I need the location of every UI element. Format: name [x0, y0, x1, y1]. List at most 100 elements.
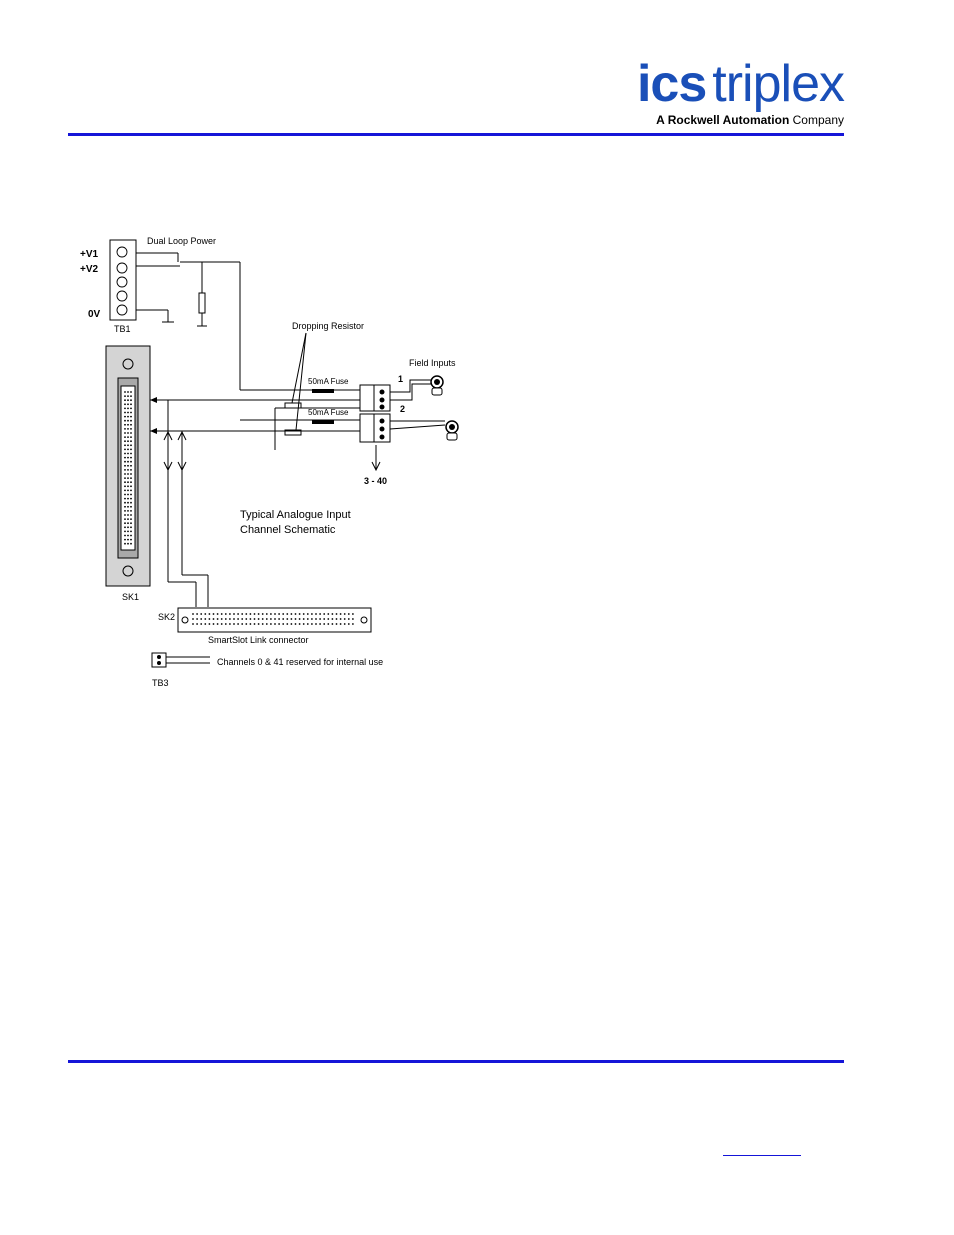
- sk1-pin: [127, 502, 129, 504]
- sk1-pin: [130, 477, 132, 479]
- sk1-pin: [124, 457, 126, 459]
- sk2-pin: [303, 618, 305, 620]
- sk1-pin: [124, 395, 126, 397]
- sk1-pin: [124, 535, 126, 537]
- sk2-pin: [299, 613, 301, 615]
- sk1-pin: [124, 432, 126, 434]
- sk2-pin: [278, 623, 280, 625]
- sk2-pin: [225, 623, 227, 625]
- sk2-pin: [262, 623, 264, 625]
- signal-lines: [150, 400, 360, 607]
- sk1-pin: [130, 436, 132, 438]
- sk2-pin: [245, 623, 247, 625]
- sk2-pin: [221, 618, 223, 620]
- sk1-pin: [127, 436, 129, 438]
- sk2-pin: [266, 623, 268, 625]
- sk1-pin: [127, 481, 129, 483]
- sk2-pin: [270, 613, 272, 615]
- sk2-pin: [315, 623, 317, 625]
- sk2-pin: [340, 613, 342, 615]
- sk2-pin: [311, 613, 313, 615]
- sk2-pin: [291, 623, 293, 625]
- sk1-pin: [127, 477, 129, 479]
- tb1-label: TB1: [114, 324, 131, 334]
- sk1-pin: [130, 449, 132, 451]
- sk2-pin: [229, 618, 231, 620]
- sk1-connector: [106, 346, 150, 586]
- sk1-pin: [127, 469, 129, 471]
- sk2-pin: [245, 613, 247, 615]
- sk2-pin: [352, 623, 354, 625]
- sk1-pin: [127, 526, 129, 528]
- sk2-pin: [282, 613, 284, 615]
- sk1-pin: [130, 514, 132, 516]
- channel-2-label: 2: [400, 404, 405, 414]
- sk2-pin: [344, 623, 346, 625]
- sk1-pin: [127, 490, 129, 492]
- sk2-pin: [233, 623, 235, 625]
- sk2-pin: [196, 623, 198, 625]
- sk2-pin: [323, 618, 325, 620]
- sk2-pin: [270, 618, 272, 620]
- sk1-pin: [127, 506, 129, 508]
- sk1-pin: [124, 449, 126, 451]
- sk1-pin: [124, 424, 126, 426]
- sk1-pin: [130, 412, 132, 414]
- sk1-pin: [127, 461, 129, 463]
- sk1-pin: [130, 408, 132, 410]
- sk1-pin: [127, 449, 129, 451]
- dropping-resistor-label: Dropping Resistor: [292, 321, 364, 331]
- sk2-pin: [336, 618, 338, 620]
- sk1-pin: [124, 412, 126, 414]
- sk2-pin: [319, 618, 321, 620]
- sk1-pin: [127, 535, 129, 537]
- sk1-pin: [124, 526, 126, 528]
- sk1-pin: [127, 391, 129, 393]
- dual-loop-power-label: Dual Loop Power: [147, 236, 216, 246]
- sk1-pin: [124, 490, 126, 492]
- sk1-pin: [124, 444, 126, 446]
- sk2-pin: [229, 623, 231, 625]
- sk1-pin: [130, 498, 132, 500]
- sk1-pin: [124, 453, 126, 455]
- sk1-pin: [127, 440, 129, 442]
- sk1-pin: [127, 522, 129, 524]
- fuse-2: [312, 420, 334, 424]
- sk2-pin: [237, 613, 239, 615]
- sk1-pin: [130, 403, 132, 405]
- sk2-pin: [258, 613, 260, 615]
- sk2-pin: [217, 623, 219, 625]
- sk2-pin: [200, 618, 202, 620]
- sk1-pin: [127, 531, 129, 533]
- sk2-pin: [254, 613, 256, 615]
- sk1-pin: [124, 514, 126, 516]
- sk2-pin: [209, 623, 211, 625]
- sk2-pin: [323, 613, 325, 615]
- sk2-pin: [266, 618, 268, 620]
- sk2-pin: [196, 618, 198, 620]
- sk1-pin: [124, 522, 126, 524]
- sk2-pin: [254, 623, 256, 625]
- sk1-pin: [130, 457, 132, 459]
- sk2-pin: [336, 613, 338, 615]
- sk1-pin: [130, 453, 132, 455]
- sk2-pin: [291, 618, 293, 620]
- zero-v-label: 0V: [88, 309, 101, 320]
- field-inputs-label: Field Inputs: [409, 358, 456, 368]
- sk1-pin: [124, 436, 126, 438]
- field-transmitter-1: [431, 376, 443, 395]
- fuse-1: [312, 389, 334, 393]
- sk2-pin: [270, 623, 272, 625]
- footer-link-underline[interactable]: [723, 1155, 801, 1156]
- sk2-pin: [250, 613, 252, 615]
- sk2-pin: [274, 613, 276, 615]
- sk2-pin: [327, 613, 329, 615]
- sk2-pin: [344, 613, 346, 615]
- sk1-pin: [124, 485, 126, 487]
- sk1-pin: [127, 510, 129, 512]
- sk2-pin: [250, 623, 252, 625]
- sk1-pin: [130, 494, 132, 496]
- sk1-pin: [130, 469, 132, 471]
- reserved-channels-label: Channels 0 & 41 reserved for internal us…: [217, 657, 383, 667]
- sk2-pin: [209, 618, 211, 620]
